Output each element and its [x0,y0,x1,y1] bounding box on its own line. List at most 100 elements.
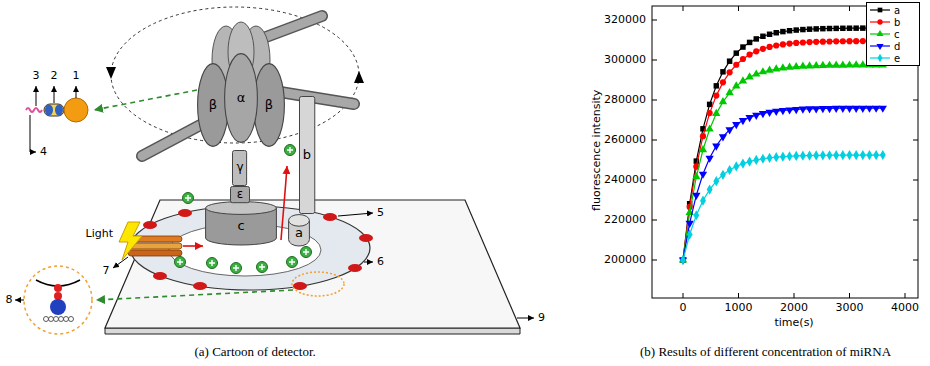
beta-subunit: β [253,63,285,147]
callout-number: 7 [103,265,110,278]
series-marker [772,109,780,116]
zoom-region [292,272,344,296]
legend-sample [870,5,890,15]
legend-sample [870,53,890,63]
series-marker [773,152,779,162]
series-marker [732,81,740,88]
series-marker [712,109,720,116]
series-marker [707,102,712,107]
inset-chain [59,317,64,322]
proton-flow [183,245,203,247]
subunit-label: β [265,98,273,112]
legend-entry: a [870,4,915,16]
axis-title: time(s) [775,317,814,330]
epsilon-subunit: ε [230,186,250,203]
tick-mark [652,220,657,221]
inset-chain [44,317,49,322]
series-marker [805,61,813,68]
callout-number: 6 [377,256,384,269]
series-marker [745,115,753,122]
series-marker [765,65,773,72]
series-marker [713,93,719,99]
series-marker [832,61,840,68]
legend-marker [877,54,882,63]
series-line [683,65,883,260]
series-marker [779,108,787,115]
series-marker [767,153,773,163]
series-line [683,155,883,260]
subunit-label: γ [236,161,243,174]
beta-subunit: β [197,63,229,147]
rotor-arm [258,16,322,40]
series-marker [692,172,700,179]
probe-strand [26,108,42,112]
series-marker [680,255,686,265]
series-marker [853,25,858,30]
tick-mark [794,6,795,11]
tick-mark [652,180,657,181]
red-marker [323,213,337,221]
tick-mark [652,100,657,101]
leader-line [54,86,55,103]
tick-label: 200000 [604,254,646,267]
series-marker [799,62,807,69]
inset-protein [50,299,66,315]
series-marker [785,107,793,114]
axis-title: fluorescence intensity [591,89,604,210]
tick-label: 4000 [891,302,919,315]
series-marker [805,106,813,113]
series-marker [792,107,800,114]
legend-label: d [894,41,900,52]
series-marker [873,150,879,160]
legend-marker [878,8,883,13]
series-marker [859,106,867,113]
callout-number: 4 [40,146,47,159]
probe-linker [44,104,64,116]
series-marker [699,145,707,152]
tick-label: 220000 [604,214,646,227]
series-marker [852,60,860,67]
tick-mark [652,60,657,61]
proton-sign [259,264,265,270]
series-marker [727,69,733,75]
series-marker [820,26,825,31]
tick-mark [652,140,657,141]
c-ring: c [205,201,277,245]
red-marker [293,282,307,290]
zoom-arrow [94,90,197,110]
proton-sign [287,147,293,153]
a-subunit: a [288,214,310,246]
rotation-arrow [106,67,116,79]
legend-entry: b [870,16,915,28]
callout-number: 5 [377,207,384,220]
rotor-arm [142,122,206,156]
series-marker [819,106,827,113]
rotor-arm [280,92,354,104]
series-marker [847,150,853,160]
series-marker [753,48,759,54]
series-marker [825,61,833,68]
tick-label: 3000 [836,302,864,315]
series-marker [840,150,846,160]
proton [257,262,268,273]
red-marker [193,282,207,290]
probe-bead [64,98,88,122]
series-marker [766,44,772,50]
subunit-label: β [209,98,217,112]
series-marker [845,106,853,113]
series-marker [699,172,707,179]
pump-helix [128,250,182,256]
series-marker [826,38,832,44]
series-marker [820,39,826,45]
subunit-outline [289,215,310,227]
series-marker [799,107,807,114]
tick-label: 300000 [604,54,646,67]
tick-label: 0 [680,302,687,315]
subunit-label: α [237,91,246,105]
series-marker [720,79,726,85]
series-marker [740,56,746,62]
series-marker [827,150,833,160]
series-marker [720,170,726,180]
proton [301,247,312,258]
